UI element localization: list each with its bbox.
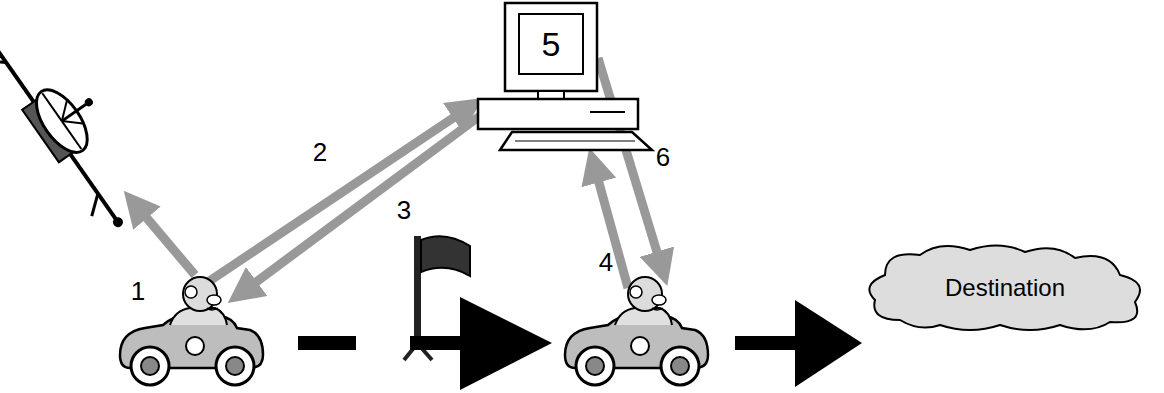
- screen-box: 5: [518, 13, 584, 75]
- callout-number: 4: [599, 247, 613, 278]
- node-text: Destination: [945, 274, 1065, 302]
- computer: [478, 3, 652, 150]
- gray-arrow: [248, 104, 496, 288]
- destination-cloud: Destination: [860, 240, 1150, 335]
- gray-arrow: [598, 58, 660, 262]
- gray-arrow: [140, 210, 195, 275]
- route-arrow: [298, 297, 862, 390]
- callout-number: 1: [131, 276, 145, 307]
- node-text: 5: [542, 25, 561, 64]
- satellite: [0, 2, 161, 237]
- car: [565, 277, 708, 385]
- gray-arrow: [596, 172, 628, 288]
- callout-number: 6: [656, 142, 670, 173]
- callout-number: 2: [313, 137, 327, 168]
- callout-number: 3: [397, 195, 411, 226]
